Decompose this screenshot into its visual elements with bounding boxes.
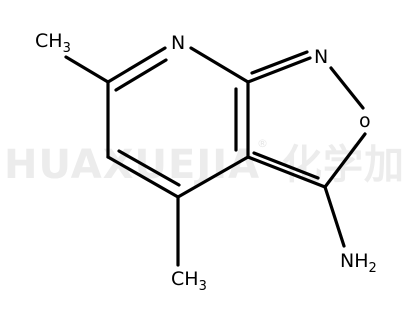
methyl-left-sub: 3: [63, 41, 71, 56]
bond-c5-c4: [106, 155, 180, 199]
watermark: HUAXUEJIA ® 化学加: [4, 137, 404, 188]
bond-c7a-n2-inner: [250, 50, 309, 75]
atom-o-isoxazole: o: [359, 110, 371, 132]
amine-sub: 2: [369, 261, 377, 276]
bond-c3-amine: [323, 185, 346, 248]
bond-c6-n1: [106, 46, 167, 84]
label-methyl-bottom: CH3: [171, 268, 207, 294]
atom-n-pyridine: N: [171, 32, 185, 54]
methyl-bottom-main: CH: [171, 268, 199, 290]
label-amine: NH2: [340, 250, 377, 276]
bond-c3-c3a-inner: [252, 151, 320, 180]
watermark-text: HUAXUEJIA: [4, 142, 260, 188]
bonds: [64, 46, 367, 267]
methyl-left-main: CH: [35, 30, 63, 52]
bond-c3-c3a: [246, 155, 327, 189]
bond-o1-c3: [323, 132, 367, 189]
atom-n-isoxazole: N: [314, 46, 328, 68]
methyl-bottom-sub: 3: [199, 279, 207, 294]
bond-n1-c7a: [189, 46, 250, 84]
bond-c6-n1-inner: [114, 58, 168, 92]
bond-c7a-n2: [246, 56, 312, 84]
watermark-registered-mark: ®: [257, 137, 268, 150]
atom-labels: N N o CH3 CH3 NH2: [35, 30, 377, 294]
bond-c4-c3a: [176, 155, 250, 199]
bond-c5-c4-inner: [117, 149, 181, 187]
bond-n2-o1: [329, 66, 365, 110]
bond-c6-methyl: [64, 55, 110, 84]
label-methyl-left: CH3: [35, 30, 71, 56]
amine-main: NH: [340, 250, 369, 272]
